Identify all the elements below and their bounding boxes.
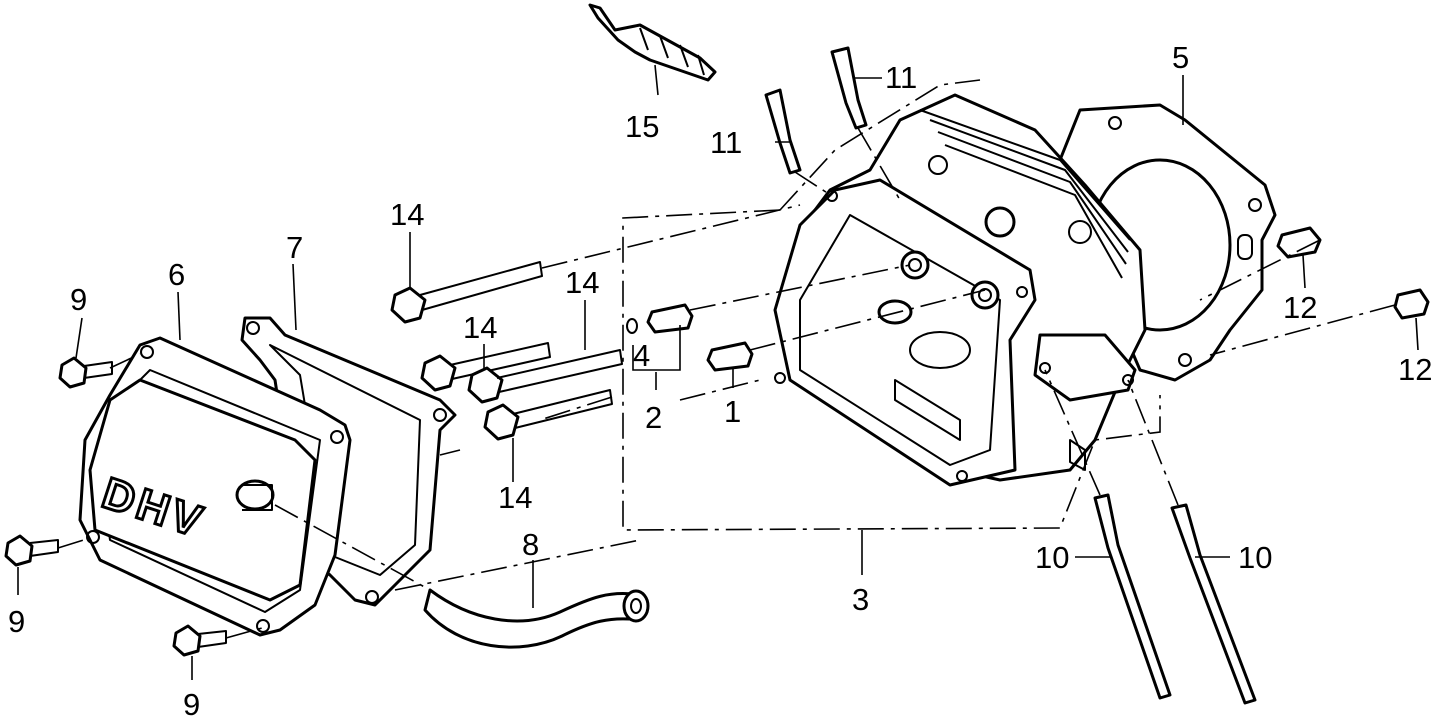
head-bolt-mid2 <box>467 349 623 404</box>
cover-bolt-bottom <box>172 624 227 657</box>
callout-9-left: 9 <box>8 604 25 639</box>
cover-bolt-left <box>4 534 59 567</box>
dowel-4 <box>646 303 694 334</box>
callout-3: 3 <box>852 582 869 617</box>
callout-14-mid: 14 <box>463 310 497 345</box>
callout-14-lower: 14 <box>498 480 532 515</box>
assembly-bracket <box>622 79 1161 531</box>
callout-2: 2 <box>645 400 662 435</box>
cover-bolts <box>4 356 227 657</box>
callout-9-bottom: 9 <box>183 687 200 722</box>
callout-4: 4 <box>633 338 650 373</box>
studs-upper <box>764 46 868 175</box>
callout-12-lower: 12 <box>1398 352 1432 387</box>
callouts: 9 6 7 14 14 14 14 9 9 8 4 2 1 3 5 15 11 … <box>8 40 1432 722</box>
callout-5: 5 <box>1172 40 1189 75</box>
callout-7: 7 <box>286 230 303 265</box>
callout-10-right: 10 <box>1238 540 1272 575</box>
dowels-12 <box>1276 226 1430 320</box>
clip-2 <box>626 318 638 334</box>
head-bolt-lower <box>483 389 613 441</box>
callout-8: 8 <box>522 527 539 562</box>
callout-11-left: 11 <box>710 125 742 160</box>
dowels <box>626 303 754 372</box>
leader-lines <box>57 127 1396 639</box>
callout-1: 1 <box>724 394 741 429</box>
callout-12-upper: 12 <box>1283 290 1317 325</box>
callout-11-right: 11 <box>885 60 917 95</box>
callout-14-right: 14 <box>565 265 599 300</box>
callout-15: 15 <box>625 109 659 144</box>
callout-14-upper: 14 <box>390 197 424 232</box>
dowel-1 <box>706 341 754 372</box>
cover-bolt-top <box>58 356 113 389</box>
breather-tube <box>423 588 650 649</box>
callout-leaders <box>17 64 1419 680</box>
spark-plug <box>588 3 717 82</box>
valve-cover: DHV <box>78 336 352 637</box>
head-bolt-mid <box>420 342 551 392</box>
callout-10-left: 10 <box>1035 540 1069 575</box>
cylinder-head <box>773 93 1147 487</box>
callout-6: 6 <box>168 257 185 292</box>
callout-9-top: 9 <box>70 282 87 317</box>
studs-long <box>1093 493 1257 705</box>
